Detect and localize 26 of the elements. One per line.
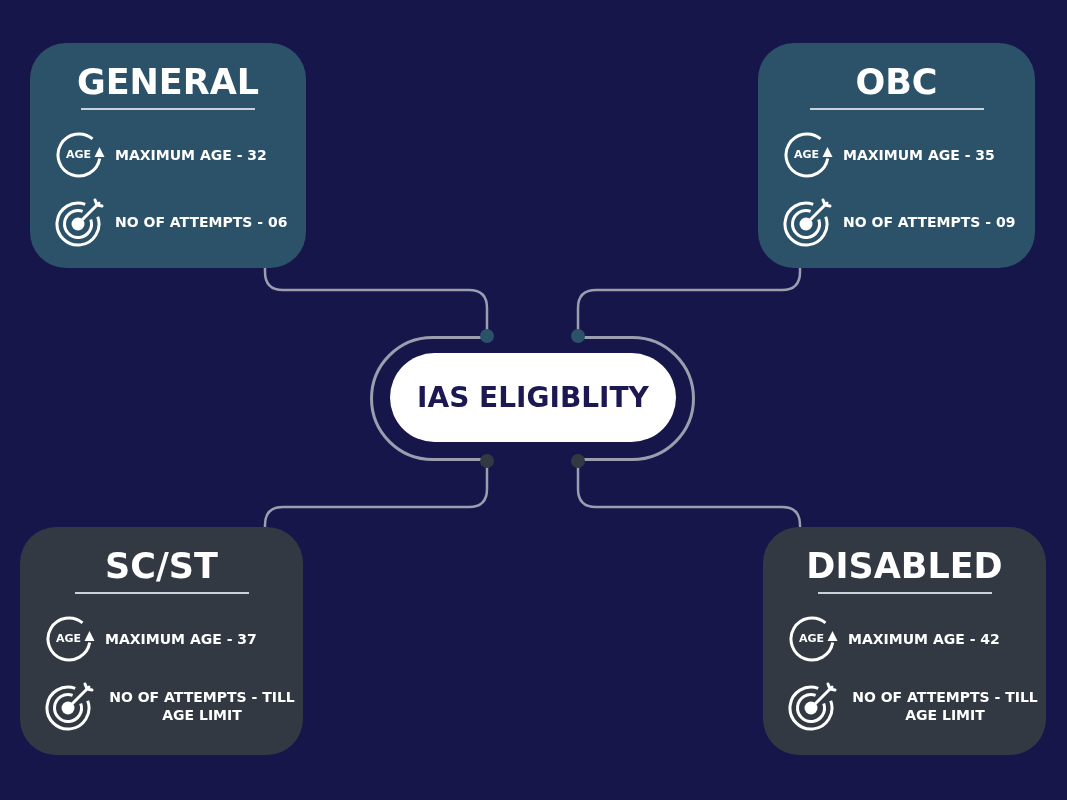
title-pill: IAS ELIGIBLITY xyxy=(390,353,676,442)
criteria-text: NO OF ATTEMPTS - TILL AGE LIMIT xyxy=(851,688,1039,724)
criteria-text: NO OF ATTEMPTS - 06 xyxy=(115,213,288,231)
icon-text: AGE xyxy=(794,148,820,161)
connector-line xyxy=(571,454,802,527)
criteria-text: MAXIMUM AGE - 32 xyxy=(115,146,267,164)
ringed-pill-node xyxy=(370,336,695,461)
category-title: SC/ST xyxy=(105,546,218,586)
category-card xyxy=(763,527,1046,755)
criteria-text: MAXIMUM AGE - 35 xyxy=(843,146,995,164)
category-card xyxy=(758,43,1035,268)
criteria-text: NO OF ATTEMPTS - 09 xyxy=(843,213,1016,231)
criteria-text: MAXIMUM AGE - 37 xyxy=(105,630,257,648)
connector-line xyxy=(571,268,802,343)
category-title: OBC xyxy=(855,62,938,102)
category-title: GENERAL xyxy=(76,62,260,102)
connector-line xyxy=(263,454,494,527)
category-title: DISABLED xyxy=(806,546,1003,586)
icon-text: AGE xyxy=(56,632,82,645)
icon-text: AGE xyxy=(66,148,92,161)
criteria-text: NO OF ATTEMPTS - TILL AGE LIMIT xyxy=(108,688,296,724)
category-card xyxy=(20,527,303,755)
category-card xyxy=(30,43,306,268)
connector-line xyxy=(263,268,494,343)
icon-text: AGE xyxy=(799,632,825,645)
criteria-text: MAXIMUM AGE - 42 xyxy=(848,630,1000,648)
